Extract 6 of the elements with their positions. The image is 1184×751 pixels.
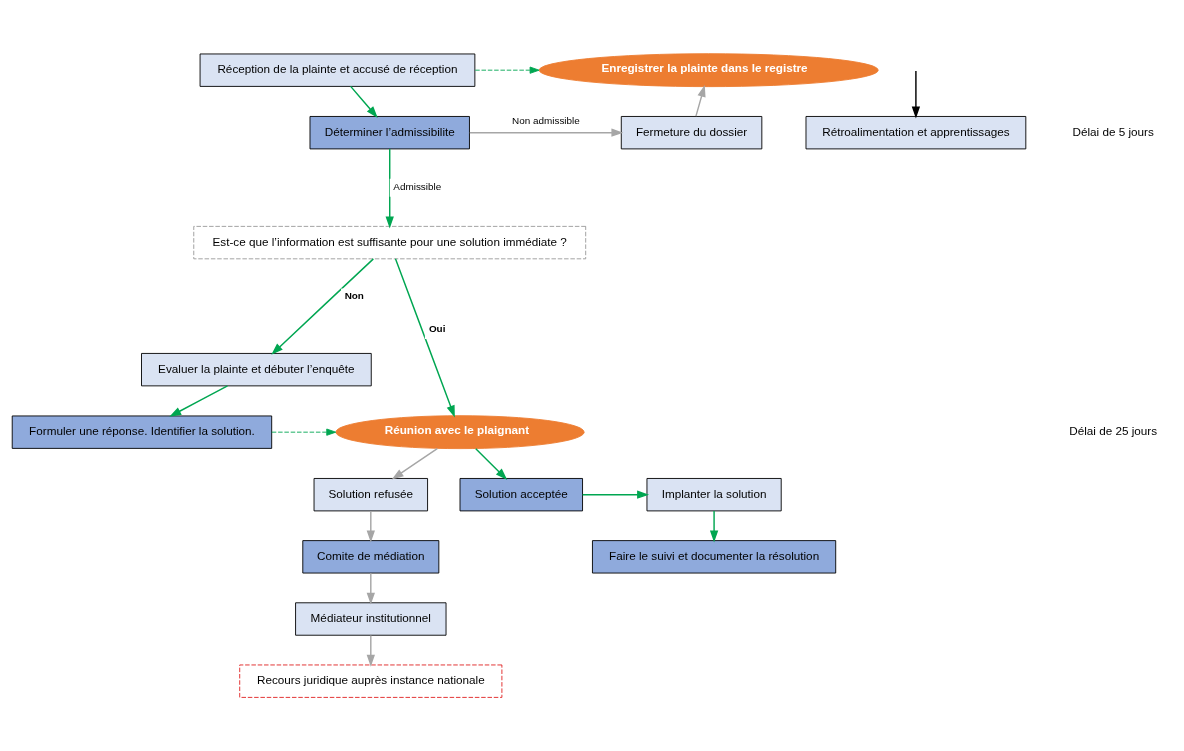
edge-label: Admissible [393, 181, 442, 193]
label: Délai de 5 jours [1072, 124, 1154, 138]
edge-label: Non admissible [512, 114, 580, 126]
edge-label: Oui [428, 322, 446, 334]
label: Délai de 25 jours [1069, 424, 1158, 438]
edge-label: Non [344, 290, 364, 302]
